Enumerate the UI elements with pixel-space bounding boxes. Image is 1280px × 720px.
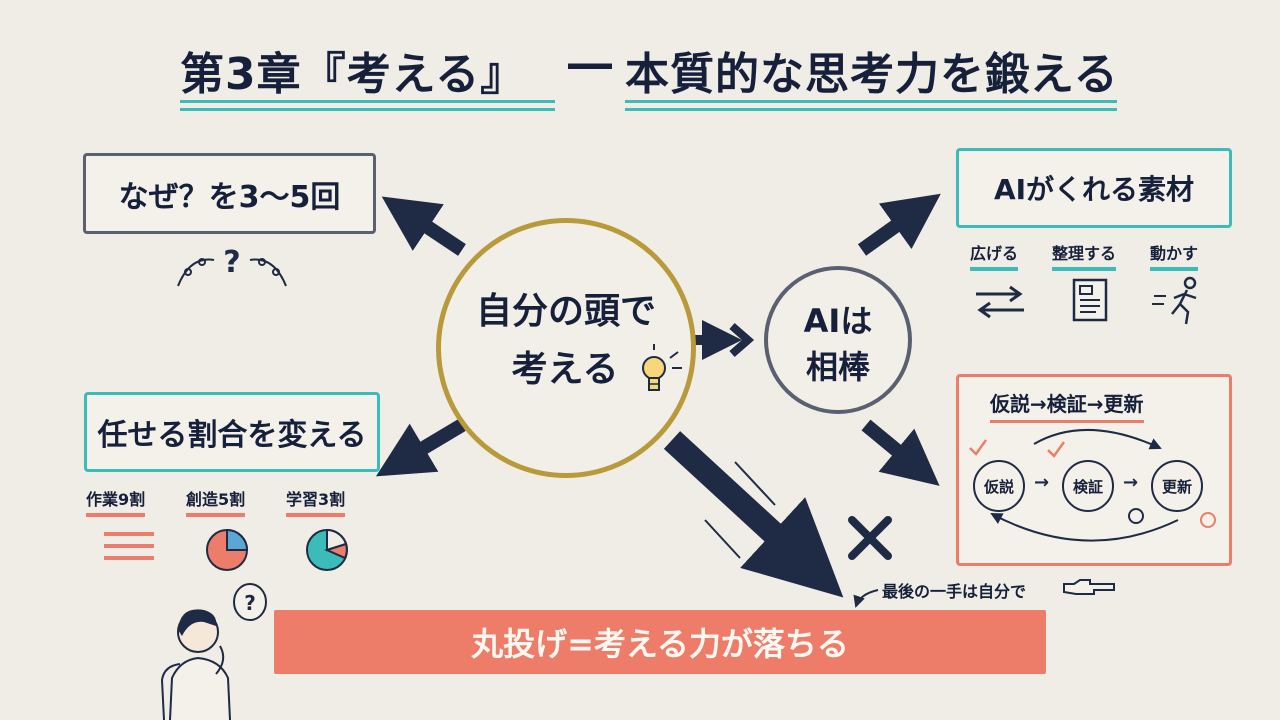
speed-line-1: [734, 461, 776, 506]
ratio-label-learning: 学習3割: [286, 486, 346, 517]
cycle-node-verify: 検証: [1062, 460, 1114, 512]
cycle-arrow-1: →: [1034, 472, 1050, 493]
title-underline-2: [625, 100, 1117, 103]
cycle-node-update: 更新: [1151, 460, 1203, 512]
material-item-organize: 整理する: [1052, 240, 1117, 271]
arrow-to-banner: [663, 431, 844, 598]
pointing-hand-icon: [1063, 579, 1115, 595]
svg-text:?: ?: [223, 245, 240, 280]
material-item-move: 動かす: [1150, 240, 1199, 271]
arrow-to-material: [857, 193, 941, 256]
ai-circle-line2: 相棒: [805, 348, 870, 386]
ai-circle: [764, 266, 912, 414]
arrow-to-why: [381, 196, 466, 256]
arrow-to-ai-chevron: [729, 322, 755, 358]
material-item-expand: 広げる: [970, 240, 1019, 271]
arrow-to-change: [375, 418, 466, 477]
pie-icon-learning: [306, 528, 348, 571]
ai-circle-line1: AIは: [803, 302, 873, 340]
document-icon: [1072, 278, 1108, 322]
running-person-icon: [1152, 276, 1197, 325]
title-part-2: 本質的な思考力を鍛える: [625, 49, 1119, 100]
warning-banner: 丸投げ=考える力が落ちる: [274, 610, 1046, 674]
title-underline-1: [180, 100, 555, 103]
ai-material-box: AIがくれる素材: [956, 148, 1232, 228]
arrow-to-cycle: [861, 419, 940, 486]
speed-line-3: [704, 519, 741, 559]
title-underline-2b: [625, 108, 1117, 111]
cycle-node-hypothesis: 仮説: [973, 460, 1025, 512]
center-text-line1: 自分の頭で: [475, 291, 656, 332]
ratio-label-work: 作業9割: [86, 486, 146, 517]
final-move-note: 最後の一手は自分で: [882, 582, 1027, 601]
title-underline-1b: [180, 108, 555, 111]
note-arrow: [853, 589, 879, 608]
svg-text:?: ?: [244, 591, 256, 615]
ratio-label-creative: 創造5割: [186, 486, 246, 517]
change-ratio-box: 任せる割合を変える: [84, 392, 380, 472]
title-part-1: 第3章『考える』: [180, 49, 526, 100]
question-chain-icon: ?: [177, 245, 287, 287]
cycle-arrows: [969, 429, 1216, 542]
swap-arrows-icon: [976, 285, 1024, 319]
cycle-arrow-2: →: [1123, 472, 1139, 493]
ratio-lines-icon: [104, 532, 154, 560]
title-dash: ―: [568, 38, 613, 89]
x-mark: [848, 516, 892, 560]
why-box: なぜ？を3〜5回: [83, 153, 376, 234]
thinking-person-icon: ?: [160, 583, 267, 720]
center-text-line2: 考える: [511, 349, 619, 390]
pie-icon-creative: [206, 528, 249, 571]
center-circle: [436, 218, 696, 478]
cycle-title: 仮説→検証→更新: [990, 388, 1144, 423]
speed-line-2: [721, 489, 761, 533]
lightbulb-icon: [642, 344, 682, 391]
